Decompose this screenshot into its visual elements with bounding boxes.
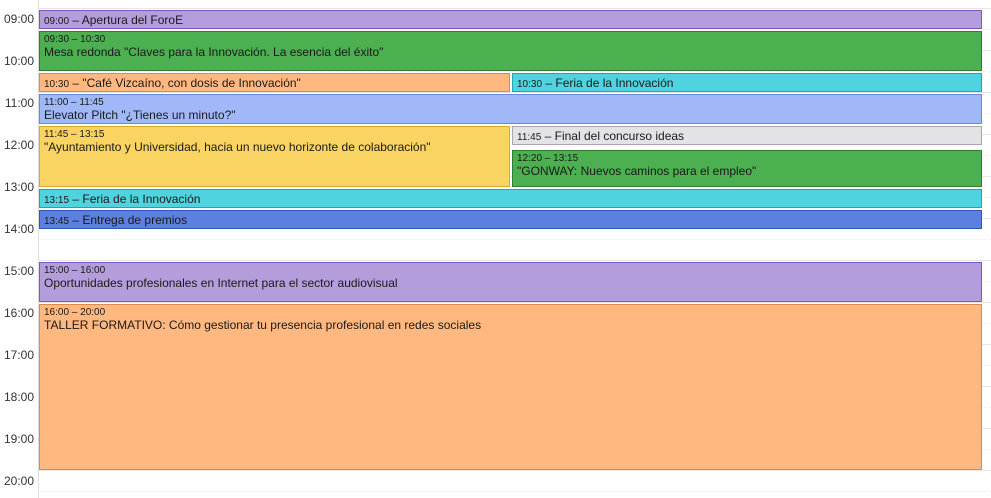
- hour-line: [38, 92, 991, 93]
- time-label: 19:00: [3, 432, 34, 446]
- event-title: Entrega de premios: [82, 213, 188, 227]
- event-title: "Café Vizcaíno, con dosis de Innovación": [82, 76, 301, 90]
- half-hour-line: [38, 29, 991, 30]
- event-time: 09:00: [44, 16, 70, 27]
- time-label: 13:00: [3, 180, 34, 194]
- event-time: 12:20 – 13:15: [517, 153, 579, 164]
- event-feria-innovacion[interactable]: 10:30 – Feria de la Innovación: [512, 73, 982, 92]
- event-title: Oportunidades profesionales en Internet …: [44, 276, 398, 290]
- event-title: Mesa redonda "Claves para la Innovación.…: [44, 45, 384, 59]
- event-apertura[interactable]: 09:00 – Apertura del ForoE: [39, 10, 982, 29]
- time-label: 11:00: [4, 96, 34, 110]
- time-label: 17:00: [3, 348, 34, 362]
- event-time: 10:30: [517, 79, 543, 90]
- half-hour-line: [38, 71, 991, 72]
- event-title: Apertura del ForoE: [81, 13, 184, 27]
- event-ayuntamiento-universidad[interactable]: 11:45 – 13:15 "Ayuntamiento y Universida…: [39, 126, 510, 187]
- event-entrega-premios[interactable]: 13:45 – Entrega de premios: [39, 210, 982, 229]
- time-label: 18:00: [3, 390, 34, 404]
- hour-line: [38, 8, 991, 9]
- event-time: 10:30: [44, 79, 70, 90]
- event-oportunidades[interactable]: 15:00 – 16:00 Oportunidades profesionale…: [39, 262, 982, 302]
- event-time: 11:45 – 13:15: [44, 129, 105, 140]
- event-title: Final del concurso ideas: [554, 129, 685, 143]
- event-title: Elevator Pitch "¿Tienes un minuto?": [44, 108, 236, 122]
- event-time: 16:00 – 20:00: [44, 307, 106, 318]
- time-label: 20:00: [3, 474, 34, 488]
- hour-line: [38, 470, 991, 471]
- half-hour-line: [38, 491, 991, 492]
- event-title: "Ayuntamiento y Universidad, hacia un nu…: [44, 140, 431, 154]
- hour-line: [38, 260, 991, 261]
- time-label: 15:00: [3, 264, 34, 278]
- event-feria-innovacion-2[interactable]: 13:15 – Feria de la Innovación: [39, 189, 982, 208]
- event-elevator-pitch[interactable]: 11:00 – 11:45 Elevator Pitch "¿Tienes un…: [39, 94, 982, 124]
- time-label: 10:00: [3, 54, 34, 68]
- time-label: 16:00: [3, 306, 34, 320]
- half-hour-line: [38, 239, 991, 240]
- event-time: 15:00 – 16:00: [44, 265, 106, 276]
- event-title: Feria de la Innovación: [555, 76, 674, 90]
- event-time: 13:15: [44, 195, 70, 206]
- event-gonway[interactable]: 12:20 – 13:15 "GONWAY: Nuevos caminos pa…: [512, 150, 982, 187]
- event-final-concurso[interactable]: 11:45 – Final del concurso ideas: [512, 126, 982, 145]
- event-title: TALLER FORMATIVO: Cómo gestionar tu pres…: [44, 318, 482, 332]
- event-cafe-vizcaino[interactable]: 10:30 – "Café Vizcaíno, con dosis de Inn…: [39, 73, 510, 92]
- time-label: 14:00: [3, 222, 34, 236]
- event-time: 09:30 – 10:30: [44, 34, 106, 45]
- time-gutter: 09:00 10:00 11:00 12:00 13:00 14:00 15:0…: [0, 0, 39, 498]
- event-title: "GONWAY: Nuevos caminos para el empleo": [517, 164, 757, 178]
- event-time: 11:45: [517, 132, 542, 143]
- time-label: 09:00: [3, 12, 34, 26]
- event-time: 13:45: [44, 216, 70, 227]
- time-label: 12:00: [3, 138, 34, 152]
- event-time: 11:00 – 11:45: [44, 97, 104, 108]
- event-title: Feria de la Innovación: [82, 192, 201, 206]
- event-taller-formativo[interactable]: 16:00 – 20:00 TALLER FORMATIVO: Cómo ges…: [39, 304, 982, 470]
- event-mesa-redonda[interactable]: 09:30 – 10:30 Mesa redonda "Claves para …: [39, 31, 982, 71]
- hour-line: [38, 302, 991, 303]
